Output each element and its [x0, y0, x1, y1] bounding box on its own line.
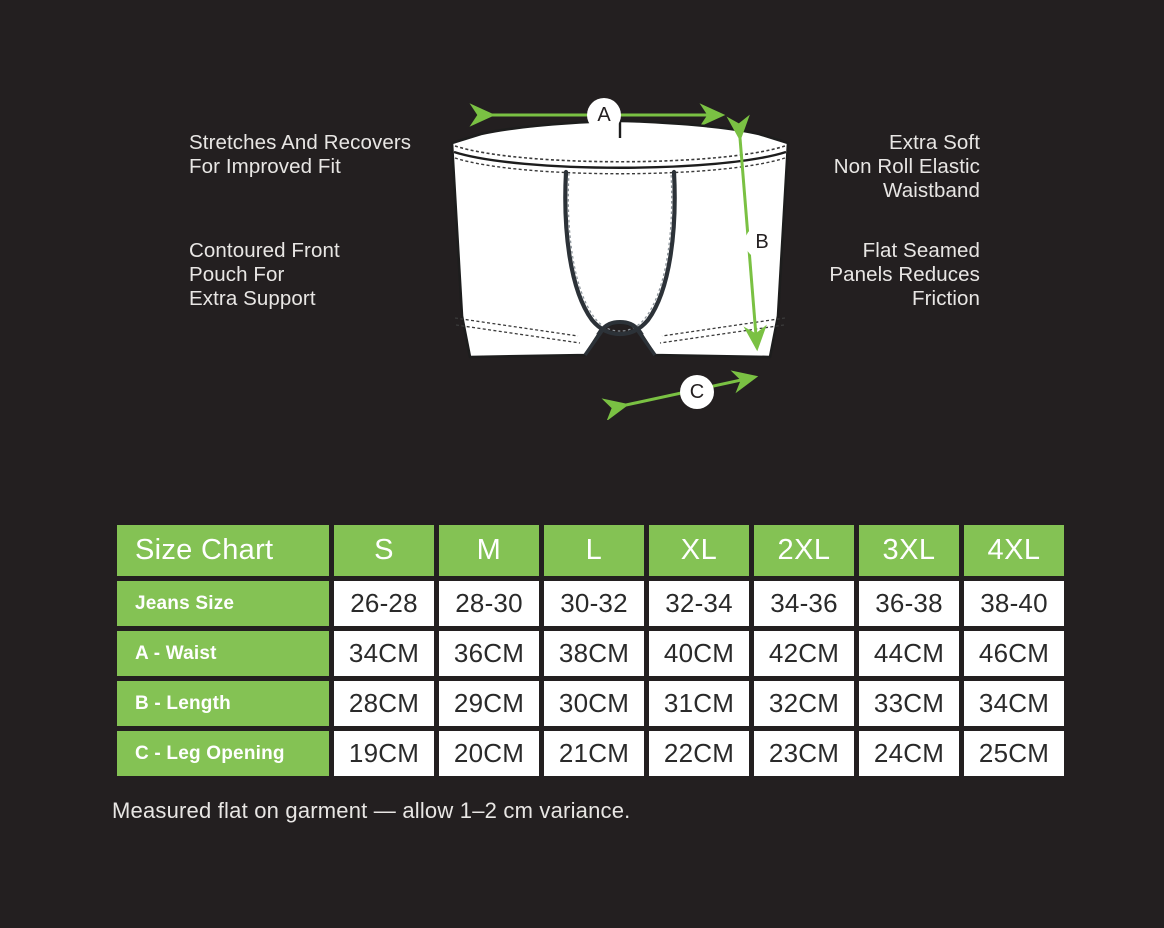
size-chart-table: Size Chart S M L XL 2XL 3XL 4XL Jeans Si… [112, 520, 1069, 781]
table-row: B - Length 28CM 29CM 30CM 31CM 32CM 33CM… [117, 681, 1064, 726]
cell-length-s: 28CM [334, 681, 434, 726]
cell-jeans-size-4xl: 38-40 [964, 581, 1064, 626]
column-header-xl: XL [649, 525, 749, 576]
product-diagram-section: Stretches And Recovers For Improved Fit … [189, 98, 980, 420]
feature-label-contoured-pouch: Contoured Front Pouch For Extra Support [189, 239, 340, 310]
boxer-brief-illustration [450, 103, 790, 420]
size-chart-title: Size Chart [117, 525, 329, 576]
cell-waist-s: 34CM [334, 631, 434, 676]
cell-leg-opening-3xl: 24CM [859, 731, 959, 776]
row-label-leg-opening: C - Leg Opening [117, 731, 329, 776]
cell-leg-opening-m: 20CM [439, 731, 539, 776]
column-header-m: M [439, 525, 539, 576]
cell-waist-m: 36CM [439, 631, 539, 676]
column-header-s: S [334, 525, 434, 576]
table-header-row: Size Chart S M L XL 2XL 3XL 4XL [117, 525, 1064, 576]
cell-waist-l: 38CM [544, 631, 644, 676]
dimension-badge-a: A [587, 98, 621, 132]
cell-length-xl: 31CM [649, 681, 749, 726]
cell-leg-opening-2xl: 23CM [754, 731, 854, 776]
cell-waist-3xl: 44CM [859, 631, 959, 676]
row-label-jeans-size: Jeans Size [117, 581, 329, 626]
cell-jeans-size-2xl: 34-36 [754, 581, 854, 626]
cell-jeans-size-3xl: 36-38 [859, 581, 959, 626]
dimension-badge-c: C [680, 375, 714, 409]
feature-label-waistband: Extra Soft Non Roll Elastic Waistband [833, 131, 980, 202]
cell-length-4xl: 34CM [964, 681, 1064, 726]
cell-jeans-size-xl: 32-34 [649, 581, 749, 626]
measurement-note: Measured flat on garment — allow 1–2 cm … [112, 798, 631, 823]
garment-body [450, 119, 790, 359]
feature-label-flat-seamed: Flat Seamed Panels Reduces Friction [829, 239, 980, 310]
row-label-waist: A - Waist [117, 631, 329, 676]
column-header-4xl: 4XL [964, 525, 1064, 576]
cell-jeans-size-s: 26-28 [334, 581, 434, 626]
feature-label-stretches: Stretches And Recovers For Improved Fit [189, 131, 412, 178]
column-header-2xl: 2XL [754, 525, 854, 576]
cell-leg-opening-xl: 22CM [649, 731, 749, 776]
table-row: A - Waist 34CM 36CM 38CM 40CM 42CM 44CM … [117, 631, 1064, 676]
column-header-l: L [544, 525, 644, 576]
cell-length-2xl: 32CM [754, 681, 854, 726]
cell-waist-xl: 40CM [649, 631, 749, 676]
column-header-3xl: 3XL [859, 525, 959, 576]
row-label-length: B - Length [117, 681, 329, 726]
cell-jeans-size-l: 30-32 [544, 581, 644, 626]
cell-leg-opening-l: 21CM [544, 731, 644, 776]
cell-waist-2xl: 42CM [754, 631, 854, 676]
cell-leg-opening-s: 19CM [334, 731, 434, 776]
cell-jeans-size-m: 28-30 [439, 581, 539, 626]
cell-length-l: 30CM [544, 681, 644, 726]
cell-length-m: 29CM [439, 681, 539, 726]
cell-leg-opening-4xl: 25CM [964, 731, 1064, 776]
table-row: Jeans Size 26-28 28-30 30-32 32-34 34-36… [117, 581, 1064, 626]
cell-length-3xl: 33CM [859, 681, 959, 726]
cell-waist-4xl: 46CM [964, 631, 1064, 676]
table-row: C - Leg Opening 19CM 20CM 21CM 22CM 23CM… [117, 731, 1064, 776]
dimension-badge-b: B [745, 225, 779, 259]
